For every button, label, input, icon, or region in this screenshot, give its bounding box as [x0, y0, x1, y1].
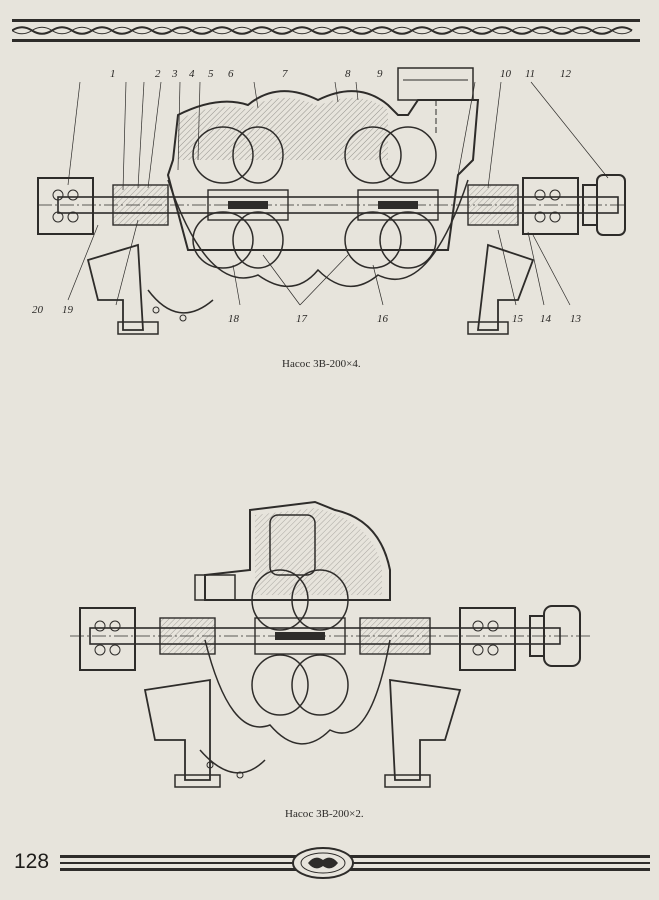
callout-8: 8 [345, 68, 351, 80]
callout-16: 16 [377, 313, 388, 325]
callout-9: 9 [377, 68, 383, 80]
callout-2: 2 [155, 68, 161, 80]
callout-18: 18 [228, 313, 239, 325]
callout-3: 3 [172, 68, 178, 80]
callout-19: 19 [62, 304, 73, 316]
pump-4-stage-drawing [37, 67, 626, 335]
figure2-caption: Насос 3В-200×2. [285, 808, 364, 820]
callout-10: 10 [500, 68, 511, 80]
callout-15: 15 [512, 313, 523, 325]
callout-17: 17 [296, 313, 307, 325]
bottom-ornament-border-icon [60, 847, 650, 879]
callout-12: 12 [560, 68, 571, 80]
callout-20: 20 [32, 304, 43, 316]
callout-14: 14 [540, 313, 551, 325]
top-ornament-border-icon [12, 19, 640, 42]
callout-1: 1 [110, 68, 116, 80]
page-number: 128 [14, 850, 50, 873]
pump-2-stage-drawing [70, 500, 590, 788]
callout-7: 7 [282, 68, 288, 80]
callout-4: 4 [189, 68, 195, 80]
callout-5: 5 [208, 68, 214, 80]
callout-6: 6 [228, 68, 234, 80]
callout-13: 13 [570, 313, 581, 325]
callout-11: 11 [525, 68, 536, 80]
figure1-caption: Насос 3В-200×4. [282, 358, 361, 370]
